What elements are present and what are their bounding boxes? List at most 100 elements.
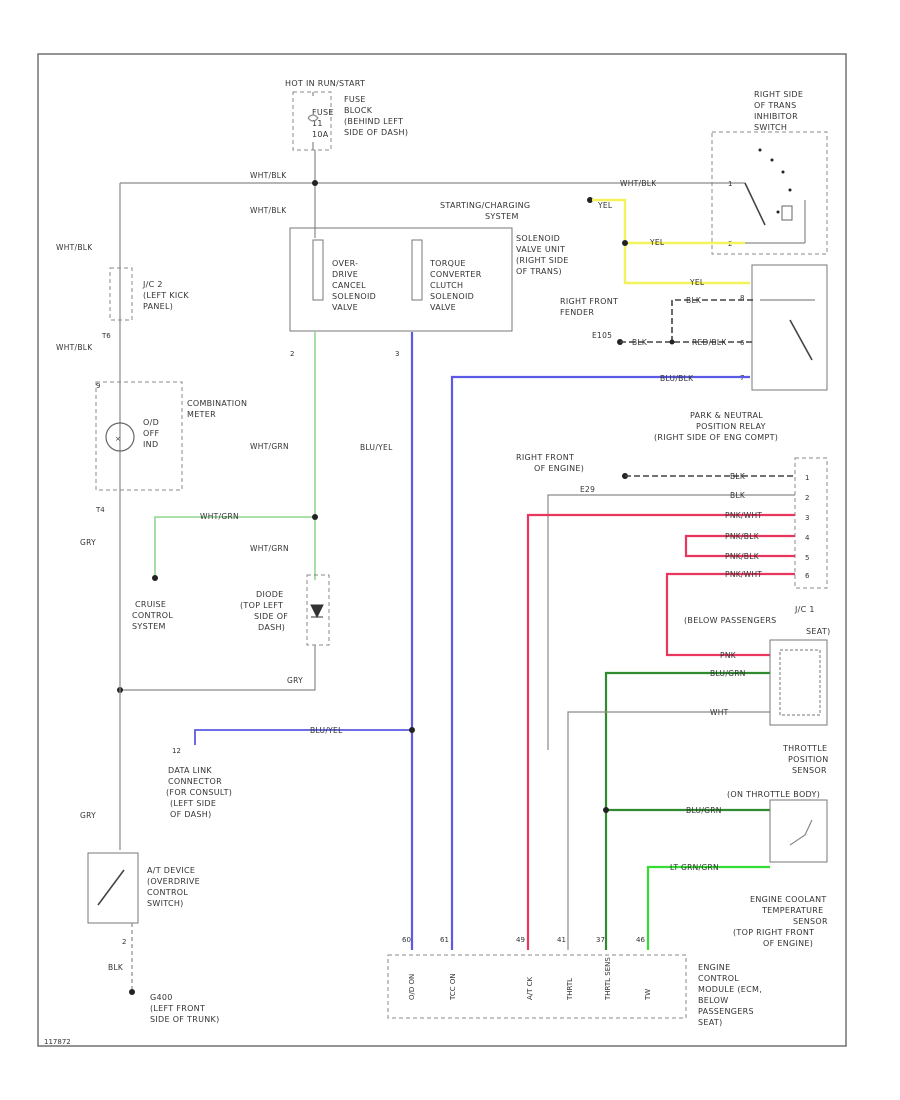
svg-text:SIDE OF DASH): SIDE OF DASH) <box>344 128 408 137</box>
svg-text:J/C 2: J/C 2 <box>142 280 163 289</box>
svg-text:9: 9 <box>96 382 100 390</box>
svg-text:SYSTEM: SYSTEM <box>132 622 166 631</box>
svg-text:DIODE: DIODE <box>256 590 284 599</box>
svg-text:T4: T4 <box>95 506 105 514</box>
jc2-label: J/C 2 (LEFT KICK PANEL) <box>142 280 189 311</box>
svg-text:SOLENOID: SOLENOID <box>430 292 474 301</box>
svg-text:CONNECTOR: CONNECTOR <box>168 777 222 786</box>
svg-text:8: 8 <box>740 294 744 302</box>
wire-lt-grn-grn <box>646 865 770 950</box>
combination-meter-outline <box>95 381 183 491</box>
inhibitor-switch-outline <box>711 131 828 255</box>
svg-text:OVER-: OVER- <box>332 259 358 268</box>
diode-label: DIODE (TOP LEFT SIDE OF DASH) <box>240 590 288 632</box>
svg-text:BLK: BLK <box>632 338 648 347</box>
svg-text:BLU/BLK: BLU/BLK <box>660 374 694 383</box>
combination-meter-label: COMBINATION METER <box>187 399 247 419</box>
svg-text:(ON THROTTLE BODY): (ON THROTTLE BODY) <box>727 790 820 799</box>
svg-text:BELOW: BELOW <box>698 996 728 1005</box>
svg-text:(FOR CONSULT): (FOR CONSULT) <box>166 788 232 797</box>
svg-text:DATA LINK: DATA LINK <box>168 766 212 775</box>
coolant-sensor-label: ENGINE COOLANT TEMPERATURE SENSOR (TOP R… <box>733 895 828 948</box>
diode-icon <box>310 604 324 619</box>
wire-pnk-jc1 <box>665 572 795 657</box>
svg-text:METER: METER <box>187 410 216 419</box>
wire-label-wht-blk-mid: WHT/BLK <box>250 206 287 215</box>
ecm-pin-labels: O/D ON TCC ON A/T CK THRTL THRTL SENS TW <box>408 957 652 1001</box>
svg-text:POSITION: POSITION <box>788 755 829 764</box>
svg-text:ENGINE COOLANT: ENGINE COOLANT <box>750 895 827 904</box>
data-link-connector-label: DATA LINK CONNECTOR (FOR CONSULT) (LEFT … <box>166 766 232 819</box>
svg-text:(TOP LEFT: (TOP LEFT <box>240 601 283 610</box>
wire-blu-yel-dlc <box>194 729 412 745</box>
svg-text:OF TRANS: OF TRANS <box>754 101 797 110</box>
svg-text:VALVE UNIT: VALVE UNIT <box>516 245 565 254</box>
svg-text:(LEFT SIDE: (LEFT SIDE <box>170 799 216 808</box>
svg-text:VALVE: VALVE <box>332 303 358 312</box>
svg-text:VALVE: VALVE <box>430 303 456 312</box>
svg-text:CONTROL: CONTROL <box>698 974 739 983</box>
svg-text:THRTL SENS: THRTL SENS <box>604 957 612 1001</box>
svg-text:BLOCK: BLOCK <box>344 106 373 115</box>
svg-text:SENSOR: SENSOR <box>793 917 828 926</box>
svg-text:WHT/BLK: WHT/BLK <box>56 243 93 252</box>
svg-text:E105: E105 <box>592 331 612 340</box>
svg-text:49: 49 <box>516 936 525 944</box>
svg-text:×: × <box>115 435 121 443</box>
svg-text:TW: TW <box>644 989 652 1001</box>
svg-text:WHT/GRN: WHT/GRN <box>250 544 289 553</box>
svg-text:BLU/GRN: BLU/GRN <box>686 806 722 815</box>
svg-text:O/D: O/D <box>143 418 159 427</box>
jc1-label: J/C 1 (BELOW PASSENGERS SEAT) <box>684 605 831 636</box>
wire-label-wht-blk-right: WHT/BLK <box>620 179 657 188</box>
svg-text:YEL: YEL <box>689 278 705 287</box>
svg-text:BLU/YEL: BLU/YEL <box>310 726 343 735</box>
torque-converter-solenoid-label: TORQUE CONVERTER CLUTCH SOLENOID VALVE <box>429 259 481 312</box>
svg-text:TEMPERATURE: TEMPERATURE <box>761 906 823 915</box>
ecm-label: ENGINE CONTROL MODULE (ECM, BELOW PASSEN… <box>698 963 762 1027</box>
wire-blu-blk <box>450 375 750 950</box>
svg-text:6: 6 <box>740 339 745 347</box>
svg-text:O/D ON: O/D ON <box>408 974 416 1000</box>
svg-text:CONTROL: CONTROL <box>132 611 173 620</box>
svg-text:PNK/WHT: PNK/WHT <box>725 511 762 520</box>
solenoid-unit-location-label: SOLENOID VALVE UNIT (RIGHT SIDE OF TRANS… <box>516 234 568 276</box>
svg-text:J/C 1: J/C 1 <box>794 605 815 614</box>
ground-g400-label: G400 (LEFT FRONT SIDE OF TRUNK) <box>150 993 220 1024</box>
svg-text:SWITCH): SWITCH) <box>147 899 184 908</box>
svg-text:CONTROL: CONTROL <box>147 888 188 897</box>
svg-text:THRTL: THRTL <box>566 978 574 1001</box>
svg-text:CLUTCH: CLUTCH <box>430 281 463 290</box>
svg-text:CANCEL: CANCEL <box>332 281 366 290</box>
svg-text:OF TRANS): OF TRANS) <box>516 267 562 276</box>
svg-text:SEAT): SEAT) <box>806 627 831 636</box>
svg-text:12: 12 <box>172 747 181 755</box>
svg-text:BLU/GRN: BLU/GRN <box>710 669 746 678</box>
svg-text:37: 37 <box>596 936 605 944</box>
jc1-outline <box>769 639 828 726</box>
svg-text:YEL: YEL <box>649 238 665 247</box>
throttle-sensor-label: THROTTLE POSITION SENSOR (ON THROTTLE BO… <box>727 744 829 799</box>
svg-text:GRY: GRY <box>287 676 303 685</box>
fuse-number: 11 <box>312 119 323 128</box>
svg-text:THROTTLE: THROTTLE <box>782 744 827 753</box>
wire-blu-grn <box>604 671 770 950</box>
solenoid-valve-unit <box>289 227 513 332</box>
svg-text:SIDE OF TRUNK): SIDE OF TRUNK) <box>150 1015 220 1024</box>
at-device-label: A/T DEVICE (OVERDRIVE CONTROL SWITCH) <box>147 866 200 908</box>
svg-text:GRY: GRY <box>80 811 96 820</box>
ecm-outline <box>387 954 687 1019</box>
wire-wht <box>567 711 770 950</box>
svg-text:SWITCH: SWITCH <box>754 123 787 132</box>
svg-text:TCC ON: TCC ON <box>449 973 457 1001</box>
svg-text:G400: G400 <box>150 993 173 1002</box>
svg-text:A/T DEVICE: A/T DEVICE <box>147 866 195 875</box>
ecm-pin-numbers: 60 61 49 41 37 46 <box>402 936 645 944</box>
od-off-indicator-icon <box>105 422 135 452</box>
right-front-fender-label: RIGHT FRONT FENDER <box>560 297 618 317</box>
throttle-sensor-outline <box>769 799 828 863</box>
svg-text:BLK: BLK <box>108 963 124 972</box>
jc2-outline <box>109 267 133 321</box>
svg-text:WHT: WHT <box>710 708 729 717</box>
svg-text:6: 6 <box>805 572 810 580</box>
